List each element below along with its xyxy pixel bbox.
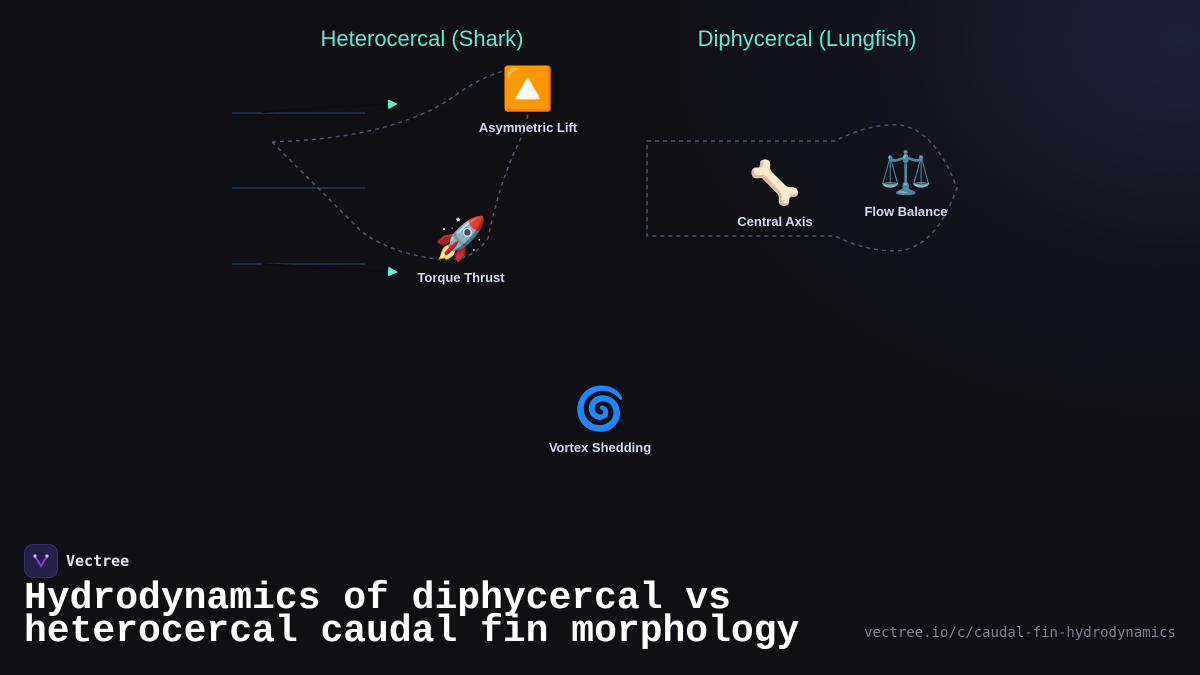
page-title: Hydrodynamics of diphycercal vs heteroce…	[24, 577, 800, 653]
node-label: Central Axis	[737, 214, 813, 229]
node-label: Flow Balance	[864, 204, 948, 219]
bone-icon: 🦴	[748, 158, 802, 207]
brand-name: Vectree	[66, 552, 130, 570]
diphycercal-heading: Diphycercal (Lungfish)	[697, 26, 917, 51]
brand[interactable]: Vectree	[24, 544, 129, 578]
node-label: Torque Thrust	[417, 270, 505, 285]
balance-scale-icon: ⚖️	[879, 148, 933, 197]
up-arrow-icon: 🔼	[501, 64, 555, 113]
rocket-icon: 🚀	[434, 214, 488, 263]
vectree-logo-icon	[24, 544, 58, 578]
cyclone-icon: 🌀	[573, 384, 627, 433]
lift-flow-arrow	[261, 99, 398, 113]
node-flow-balance: ⚖️ Flow Balance	[816, 148, 996, 219]
node-vortex-shedding: 🌀 Vortex Shedding	[510, 384, 690, 455]
node-central-axis: 🦴 Central Axis	[685, 158, 865, 229]
node-asymmetric-lift: 🔼 Asymmetric Lift	[438, 64, 618, 135]
page-url-link[interactable]: vectree.io/c/caudal-fin-hydrodynamics	[864, 625, 1176, 641]
thrust-flow-arrow	[261, 263, 398, 277]
node-torque-thrust: 🚀 Torque Thrust	[371, 214, 551, 285]
node-label: Vortex Shedding	[548, 440, 652, 455]
diphycercal-fin-outline	[646, 124, 958, 252]
heterocercal-heading: Heterocercal (Shark)	[320, 26, 524, 51]
node-label: Asymmetric Lift	[478, 120, 578, 135]
